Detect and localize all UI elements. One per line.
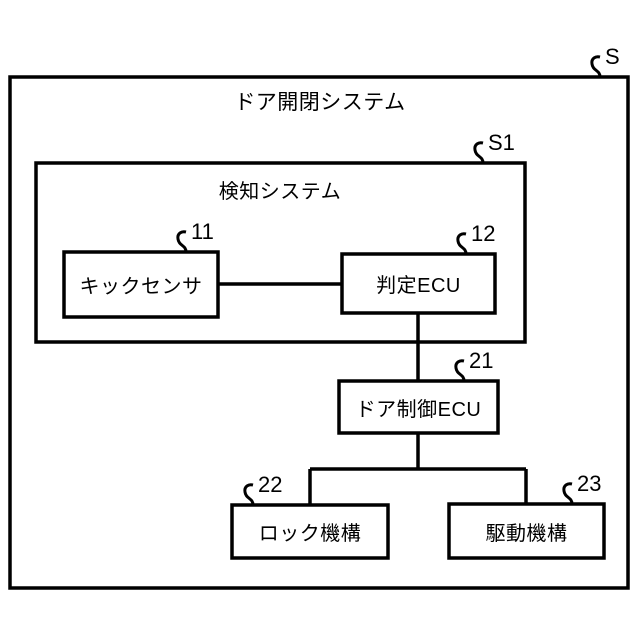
- lock-mechanism-label: ロック機構: [258, 523, 362, 545]
- judgement-ecu-label: 判定ECU: [376, 275, 461, 297]
- detection-system-box: [34, 161, 527, 344]
- leader-line-23: [562, 482, 574, 505]
- ref-numeral-21: 21: [469, 348, 494, 373]
- ref-numeral-22: 22: [258, 472, 283, 497]
- ref-numeral-11: 11: [191, 219, 214, 244]
- ref-numeral-S: S: [605, 44, 620, 69]
- ref-numeral-23: 23: [577, 471, 602, 496]
- door-control-ecu-label: ドア制御ECU: [355, 398, 482, 421]
- leader-line-12: [456, 232, 468, 255]
- leader-line-11: [176, 230, 188, 253]
- ref-numeral-12: 12: [471, 221, 496, 246]
- outer-system-title: ドア開閉システム: [234, 91, 406, 114]
- detection-system-title: 検知システム: [218, 180, 342, 203]
- drive-mechanism-label: 駆動機構: [485, 522, 568, 545]
- leader-line-S1: [473, 141, 485, 164]
- kick-sensor-label: キックセンサ: [79, 276, 203, 298]
- leader-line-S: [590, 55, 602, 78]
- leader-line-21: [454, 359, 466, 382]
- ref-numeral-S1: S1: [488, 130, 515, 155]
- outer-system-box: [8, 75, 630, 590]
- leader-line-22: [243, 483, 255, 506]
